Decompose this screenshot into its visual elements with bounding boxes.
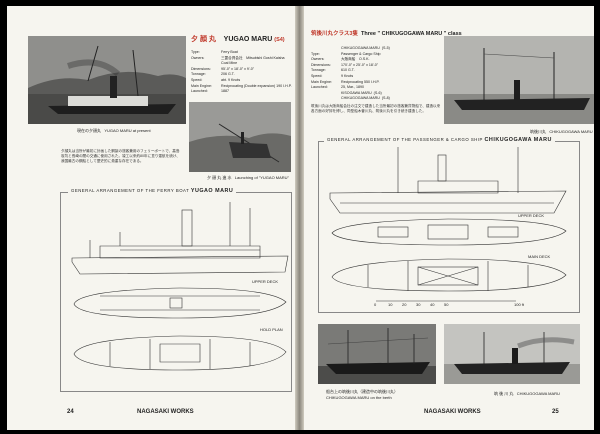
spec-value: Passenger & Cargo Ship [341, 51, 381, 56]
scale-tick-label: 100 ft [514, 302, 525, 307]
right-folio-number: 25 [552, 409, 559, 415]
spec-row: Type: Ferry Boat [191, 50, 291, 56]
chikugogawa-sea-photo [444, 324, 580, 384]
yugao-upper-deck-label: UPPER DECK [252, 279, 279, 284]
spec-label: Launched: [191, 89, 208, 94]
spec-value: 610 G.T. [341, 68, 355, 73]
spec-label: Tonnage: [191, 72, 206, 77]
scale-tick-label: 50 [444, 302, 449, 307]
page-title-jp: 夕 顔 丸 [191, 36, 216, 43]
right-title-jp: 筑後川丸クラス3隻 [311, 31, 358, 37]
yugao-hold-plan-label: HOLD PLAN [260, 327, 283, 332]
scale-tick-label: 30 [416, 302, 421, 307]
spec-row: KISOGAWA MARU (S-6) [311, 91, 431, 97]
spec-row: Tonnage: 206 G.T. [191, 72, 291, 78]
spec-value: Reciprocating 550 I.H.P. [341, 79, 380, 84]
ga-banner-name: YUGAO MARU [190, 188, 234, 194]
spec-value: 三菱合資会社 Mitsubishi Goshi Kaisha [221, 55, 285, 60]
spec-row: Coal Mine [191, 61, 291, 67]
scale-tick-label: 0 [374, 302, 377, 307]
right-ga-banner-name: CHIKUGOGAWA MARU [484, 137, 552, 143]
right-ga-banner: GENERAL ARRANGEMENT OF THE PASSENGER & C… [327, 137, 483, 142]
spec-value: Reciprocating (Double expansion) 190 I.H… [221, 83, 292, 88]
spec-label: Speed: [311, 73, 323, 78]
page-title-en: YUGAO MARU [223, 36, 273, 43]
chikugogawa-general-arrangement: GENERAL ARRANGEMENT OF THE PASSENGER & C… [318, 137, 580, 313]
right-spec-list: CHIKUGOGAWA MARU (S-5) Type: Passenger & C… [311, 46, 431, 102]
spec-value: abt. 9 Knots [221, 77, 241, 82]
cg-upper-deck-label: UPPER DECK [518, 213, 545, 218]
right-page: 筑後川丸クラス3隻 Three " CHIKUGOGAWA MARU " cla… [304, 6, 594, 430]
chikugogawa-photo [444, 36, 594, 124]
yugao-launching-photo [189, 102, 291, 172]
spec-label: Main Engine: [311, 79, 332, 84]
photo2-caption-jp-right: 船台上の筑後川丸（建造中の筑後川丸） [326, 389, 398, 394]
spec-row: Main Engine: Reciprocating 550 I.H.P. [311, 80, 431, 86]
spec-value: Ferry Boat [221, 50, 238, 54]
left-folio-number: 24 [67, 409, 74, 415]
photo1-caption-en: YUGAO MARU at present [104, 128, 151, 133]
scale-tick-label: 20 [402, 302, 407, 307]
spec-label: Launched: [311, 85, 328, 90]
page-title-number: (S4) [274, 37, 285, 43]
spec-value: 170'-0" x 25'-0" x 18'-0" [341, 62, 379, 67]
spec-value: CHIKUGOGAWA MARU (S-5) [341, 46, 390, 50]
left-page: 現在の夕顔丸 YUGAO MARU at present 夕 顔 丸 YUGAO… [7, 6, 295, 430]
spec-row: Main Engine: Reciprocating (Double expans… [191, 83, 292, 90]
scale-tick-label: 10 [388, 302, 393, 307]
photo2-caption-en-right: CHIKUGOGAWA MARU on the berth [326, 395, 392, 400]
photo1-caption-jp-right: 筑後川丸 [530, 129, 546, 134]
yugao-general-arrangement: GENERAL ARRANGEMENT OF THE FERRY BOAT YU… [60, 188, 295, 392]
spec-value: 206 G.T. [221, 72, 235, 77]
spec-label: Type: [311, 51, 320, 56]
photo1-caption-en-right: CHIKUGOGAWA MARU [549, 129, 593, 134]
scale-tick-label: 40 [430, 302, 435, 307]
right-body-text: 筑後川丸は大阪商船会社の注文で建造した当所最初の旅客兼貨物船で、建造以来各方面の… [311, 104, 441, 114]
spec-row: Speed: abt. 9 Knots [191, 78, 291, 84]
photo3-caption-jp: 筑 後 川 丸 [494, 391, 514, 396]
spec-value: 大阪商船 O.S.K. [341, 57, 370, 62]
spec-value: Coal Mine [221, 61, 238, 66]
yugao-maru-photo [28, 36, 186, 124]
spec-row: Dimensions: 170'-0" x 25'-0" x 18'-0" [311, 63, 431, 69]
left-folio-title: NAGASAKI WORKS [137, 409, 194, 415]
spec-row: CHIKUGOGAWA MARU (S-8) [311, 96, 431, 102]
spec-value: KISOGAWA MARU (S-6) [341, 90, 382, 95]
photo3-caption-en: CHIKUGOGAWA MARU [516, 391, 560, 396]
spec-row: Launched: 25, Mar., 1890 [311, 85, 431, 91]
book-spine [295, 6, 304, 430]
spec-label: Tonnage: [311, 68, 326, 73]
spec-label: Dimensions: [191, 66, 211, 71]
spec-row: Tonnage: 610 G.T. [311, 68, 431, 74]
spec-row: Dimensions: 95'-0" x 18'-0" x 9'-0" [191, 67, 291, 73]
photo2-caption-en: Launching of "YUGAO MARU" [234, 175, 289, 180]
spec-value: CHIKUGOGAWA MARU (S-8) [341, 96, 390, 101]
spec-row: Speed: 9 Knots [311, 74, 431, 80]
photo1-caption-jp: 現在の夕顔丸 [77, 128, 101, 133]
spec-row: CHIKUGOGAWA MARU (S-5) [311, 46, 431, 52]
spec-value: 95'-0" x 18'-0" x 9'-0" [221, 66, 255, 71]
spec-label: Dimensions: [311, 62, 331, 67]
chikugogawa-berth-photo [318, 324, 436, 384]
photo2-caption-jp: 夕 顔 丸 進 水 [207, 175, 232, 180]
spec-value: 25, Mar., 1890 [341, 85, 364, 90]
spec-value: 9 Knots [341, 73, 354, 78]
spec-label: Main Engine: [191, 83, 212, 88]
spec-value: 1887 [221, 89, 229, 94]
spec-row: Owners: 大阪商船 O.S.K. [311, 57, 431, 63]
right-folio-title: NAGASAKI WORKS [424, 409, 481, 415]
ga-banner: GENERAL ARRANGEMENT OF THE FERRY BOAT [71, 188, 190, 193]
spec-label: Owners: [191, 55, 205, 60]
right-title-en: Three " CHIKUGOGAWA MARU " class [361, 31, 462, 37]
scale-bar: 0 10 20 30 40 50 100 ft [374, 302, 524, 309]
cg-main-deck-label: MAIN DECK [528, 254, 551, 259]
spec-label: Owners: [311, 57, 325, 62]
left-body-text: 夕顔丸は当所が最初に計画した鋼製の旅客兼用のフェリーボートで、高島炭坑と長崎の間… [61, 149, 180, 164]
spec-row: Type: Passenger & Cargo Ship [311, 52, 431, 58]
spec-row: Owners: 三菱合資会社 Mitsubishi Goshi Kaisha [191, 56, 291, 62]
spec-label: Type: [191, 50, 200, 54]
spec-label: Speed: [191, 77, 203, 82]
spec-row: Launched: 1887 [191, 89, 291, 95]
